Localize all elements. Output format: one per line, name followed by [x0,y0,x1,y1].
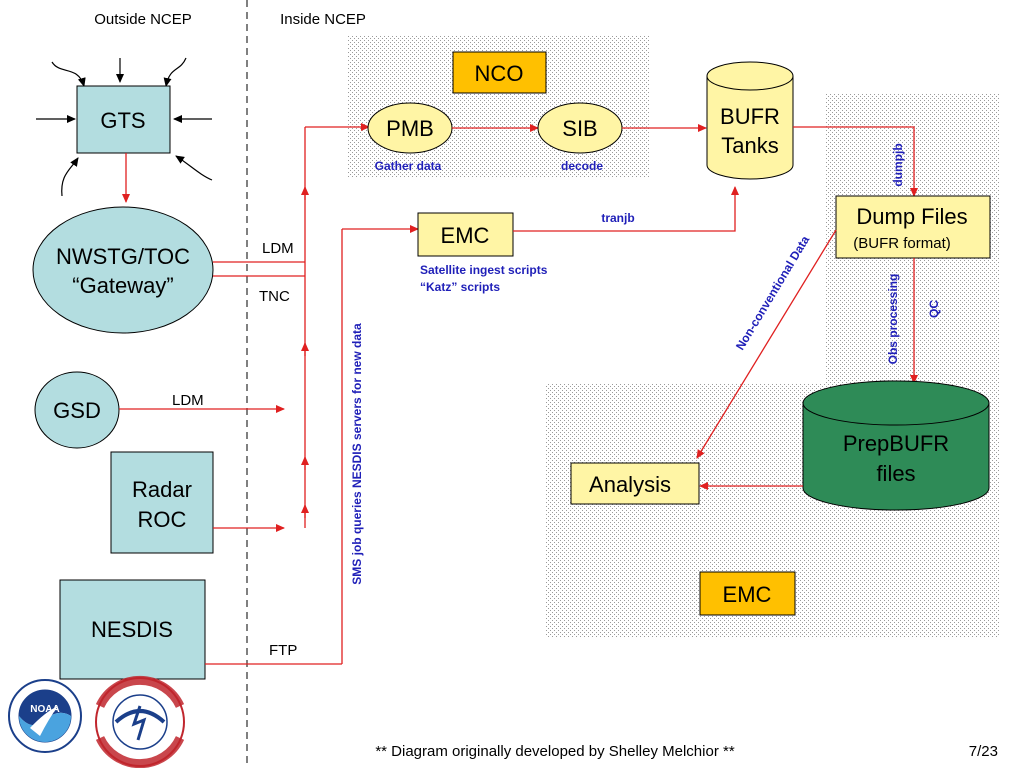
dump-files-box [835,195,991,259]
nws-logo [95,675,185,769]
gsd-ellipse [34,371,120,449]
radar-label-1: Radar [132,477,192,502]
edge-label-tranjb: tranjb [601,211,634,225]
bufr-label-1: BUFR [720,104,780,129]
arrow-bufr-dump [793,126,918,197]
edge-label-decode: decode [561,159,603,173]
edge-label-katz: “Katz” scripts [420,280,500,294]
gts-label: GTS [100,108,145,133]
ingest-connections [119,123,419,665]
nwstg-label-2: “Gateway” [72,273,173,298]
emc-top-box [417,212,514,257]
arrow-dump-analysis [696,229,837,459]
dump-label-1: Dump Files [856,204,967,229]
edge-label-qc: QC [927,300,941,318]
sib-label: SIB [562,116,597,141]
bufr-label-2: Tanks [721,133,778,158]
edge-label-sms: SMS job queries NESDIS servers for new d… [350,323,364,585]
header-inside: Inside NCEP [280,11,366,28]
edge-label-ftp: FTP [269,642,297,659]
analysis-box [570,462,700,505]
nwstg-label-1: NWSTG/TOC [56,244,190,269]
arrow-emc-bufr [513,186,739,232]
radar-label-2: ROC [138,507,187,532]
gsd-label: GSD [53,398,101,423]
dump-label-2: (BUFR format) [853,235,951,252]
prep-label-2: files [876,461,915,486]
prepbufr-cylinder [802,380,990,511]
page-number: 7/23 [969,743,998,760]
gts-input-arrows [36,57,213,197]
bufr-tanks-cylinder [706,61,794,180]
emc-top-label: EMC [441,223,490,248]
edge-label-obs-processing: Obs processing [886,274,900,365]
noaa-logo: NOAA [8,679,82,753]
nwstg-ellipse [32,206,214,334]
edge-label-ldm-gsd: LDM [172,392,204,409]
pmb-label: PMB [386,116,434,141]
analysis-label: Analysis [589,472,671,497]
emc-bottom-box [699,571,796,616]
nco-box [452,51,547,94]
edge-label-gather: Gather data [375,159,442,173]
noaa-logo-text: NOAA [30,704,59,715]
edge-label-tnc: TNC [259,288,290,305]
nesdis-box [59,579,206,680]
prep-label-1: PrepBUFR [843,431,949,456]
edge-label-ldm-nwstg: LDM [262,240,294,257]
gts-box [76,85,171,154]
nesdis-label: NESDIS [91,617,173,642]
emc-bottom-label: EMC [723,582,772,607]
radar-box [110,451,214,554]
footer-credit: ** Diagram originally developed by Shell… [375,743,735,760]
edge-label-dumpjb: dumpjb [891,143,905,186]
nco-label: NCO [475,61,524,86]
header-outside: Outside NCEP [94,11,192,28]
edge-label-sat-ingest: Satellite ingest scripts [420,263,548,277]
